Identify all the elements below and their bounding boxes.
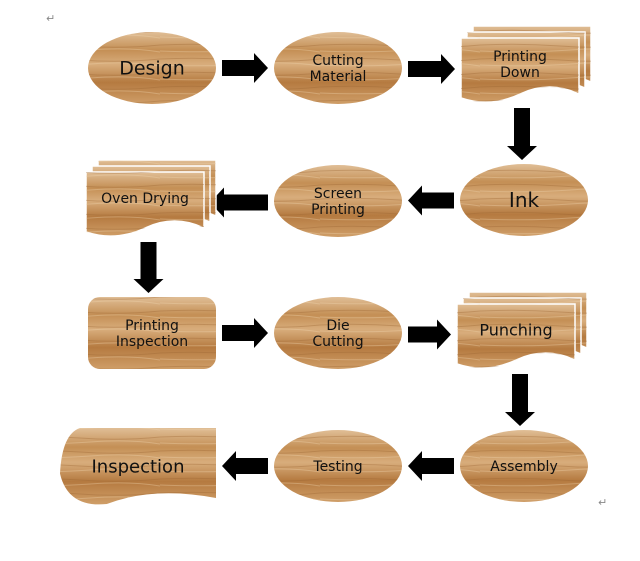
arrow-ink-to-screen-printing — [408, 185, 454, 216]
arrow-printing-down-to-ink — [507, 108, 537, 160]
node-label-testing: Testing — [312, 459, 362, 475]
node-ink: Ink — [460, 164, 588, 236]
node-design: Design — [88, 32, 216, 104]
paragraph-mark-bottom: ↵ — [598, 496, 607, 509]
paragraph-mark-top: ↵ — [46, 12, 55, 25]
node-inspection: Inspection — [60, 428, 216, 505]
node-label-ink: Ink — [509, 188, 540, 212]
arrow-punching-to-assembly — [505, 374, 535, 426]
arrow-screen-printing-to-oven-drying — [210, 187, 268, 218]
node-oven-drying: Oven Drying — [85, 159, 217, 237]
arrow-testing-to-inspection — [222, 451, 268, 481]
arrow-design-to-cutting-material — [222, 53, 268, 83]
node-label-punching: Punching — [479, 321, 552, 340]
node-label-design: Design — [119, 58, 185, 80]
node-label-assembly: Assembly — [490, 459, 557, 475]
node-label-inspection: Inspection — [92, 456, 185, 477]
arrow-die-cutting-to-punching — [408, 319, 451, 350]
node-testing: Testing — [274, 430, 402, 502]
node-assembly: Assembly — [460, 430, 588, 502]
arrow-cutting-material-to-printing-down — [408, 54, 455, 84]
node-punching: Punching — [456, 291, 588, 369]
arrow-printing-inspection-to-die-cutting — [222, 318, 268, 348]
arrow-assembly-to-testing — [408, 451, 454, 481]
node-label-oven-drying: Oven Drying — [101, 191, 189, 207]
arrow-oven-drying-to-printing-inspection — [133, 242, 164, 293]
